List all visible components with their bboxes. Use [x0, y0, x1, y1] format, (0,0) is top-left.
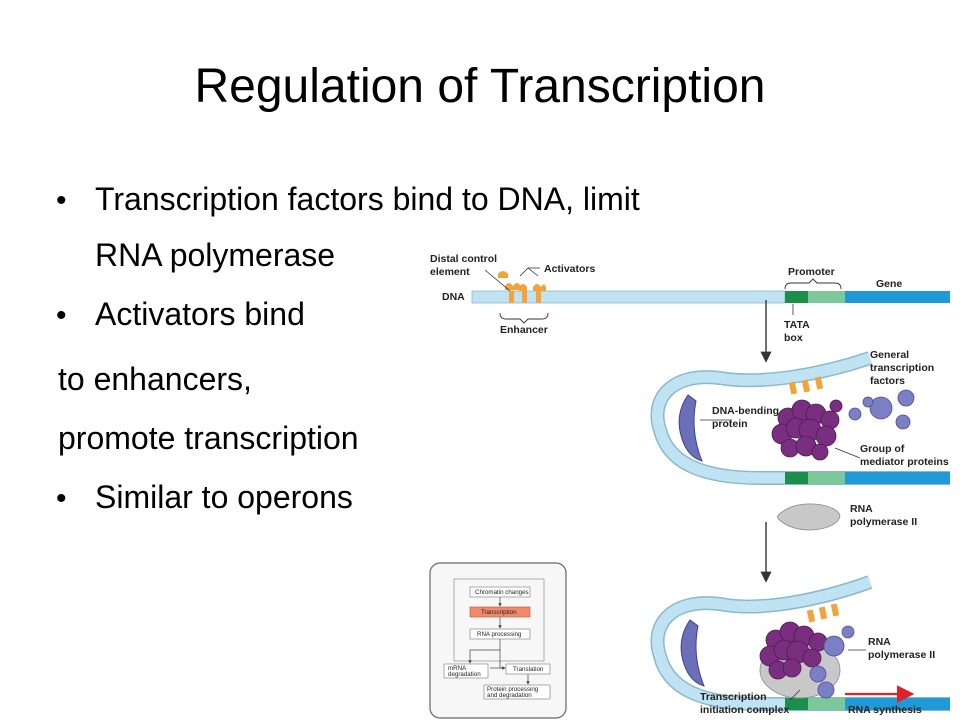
- inset-label-mrna-degradation-1: mRNA: [448, 665, 467, 672]
- activators-on-loop-bottom: [806, 603, 840, 623]
- label-transcription-initiation-complex-1: Transcription: [700, 691, 767, 703]
- dna-strand-top: [471, 290, 950, 304]
- bullet-marker: •: [56, 184, 67, 217]
- rna-polymerase-ii-free: [777, 503, 841, 531]
- label-dna-bending-protein-1: DNA-bending: [712, 405, 779, 417]
- activators-on-loop: [788, 376, 824, 395]
- label-rna-polymerase-bound-2: polymerase II: [868, 649, 935, 661]
- bullet-text-activators-bind: Activators bind: [95, 296, 305, 332]
- dna-loop-middle: [650, 351, 950, 485]
- bullet-continuation-rna-polymerase: RNA polymerase: [95, 237, 336, 273]
- label-distal-control-element-2: element: [430, 266, 470, 278]
- transcription-initiation-complex: [759, 621, 855, 699]
- inset-label-translation: Translation: [513, 666, 544, 673]
- inset-label-rna-processing: RNA processing: [477, 631, 522, 638]
- dna-loop-bottom: [650, 575, 950, 711]
- inset-label-transcription: Transcription: [481, 609, 517, 616]
- label-transcription-initiation-complex-2: initiation complex: [700, 704, 789, 716]
- inset-label-chromatin-changes: Chromatin changes: [475, 589, 529, 596]
- bullet-marker: •: [56, 482, 67, 515]
- label-rna-polymerase-free-1: RNA: [850, 503, 873, 515]
- dna-bending-protein-bottom: [680, 619, 705, 687]
- label-gtf-2: transcription: [870, 362, 934, 374]
- label-distal-control-element-1: Distal control: [430, 253, 497, 265]
- label-enhancer: Enhancer: [500, 324, 548, 336]
- inset-label-protein-processing-1: Protein processing: [487, 686, 539, 693]
- general-transcription-factors: [848, 389, 915, 430]
- label-gene: Gene: [876, 278, 902, 290]
- text-line-promote-transcription: promote transcription: [58, 420, 359, 456]
- dna-bending-protein: [678, 394, 703, 462]
- label-mediator-1: Group of: [860, 443, 905, 455]
- label-promoter: Promoter: [788, 266, 835, 278]
- label-dna-bending-protein-2: protein: [712, 418, 748, 430]
- inset-label-protein-processing-2: and degradation: [487, 692, 532, 699]
- mediator-proteins: [771, 399, 843, 461]
- activators-on-enhancer: [498, 271, 546, 303]
- label-gtf-1: General: [870, 349, 909, 361]
- bullet-marker: •: [56, 299, 67, 332]
- label-activators: Activators: [544, 263, 596, 275]
- inset-label-mrna-degradation-2: degradation: [448, 671, 481, 678]
- slide-title: Regulation of Transcription: [194, 60, 766, 113]
- label-rna-synthesis: RNA synthesis: [848, 704, 922, 716]
- label-rna-polymerase-bound-1: RNA: [868, 636, 891, 648]
- label-dna: DNA: [442, 291, 465, 303]
- text-line-enhancers: to enhancers,: [58, 361, 252, 397]
- bullet-text-similar-to-operons: Similar to operons: [95, 479, 353, 515]
- label-mediator-2: mediator proteins: [860, 456, 949, 468]
- label-tata-box-2: box: [784, 332, 803, 344]
- label-gtf-3: factors: [870, 375, 905, 387]
- gene-expression-inset: Chromatin changes Transcription RNA proc…: [429, 562, 567, 719]
- label-rna-polymerase-free-2: polymerase II: [850, 516, 917, 528]
- label-tata-box-1: TATA: [784, 319, 810, 331]
- bullet-text-transcription-factors: Transcription factors bind to DNA, limit: [95, 181, 640, 217]
